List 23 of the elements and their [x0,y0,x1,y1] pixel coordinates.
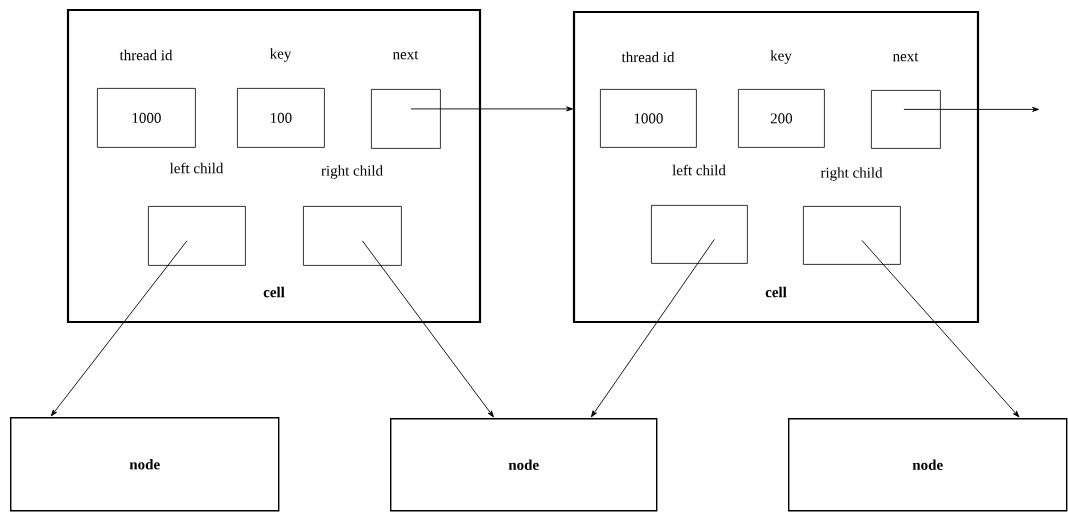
arrow [903,106,1040,112]
field-label: thread id [119,49,173,61]
field-box: 100 [237,88,325,148]
node-box: node [10,417,280,512]
field-label: right child [321,165,383,179]
arrow [50,240,188,417]
arrow [361,240,494,418]
arrow [410,106,574,112]
field-label: left child [672,164,726,176]
field-box: 200 [738,89,825,148]
field-label: thread id [621,51,675,63]
node-box: node [788,418,1068,512]
field-label: left child [169,162,224,174]
node-box: node [390,418,658,512]
field-label: key [269,48,292,62]
arrow [861,239,1020,418]
field-label: next [892,52,919,62]
field-box: 1000 [97,88,196,148]
field-label: next [392,50,419,60]
field-label: right child [820,167,883,181]
field-label: key [770,50,792,64]
arrow [590,238,715,418]
field-box: 1000 [600,89,697,148]
